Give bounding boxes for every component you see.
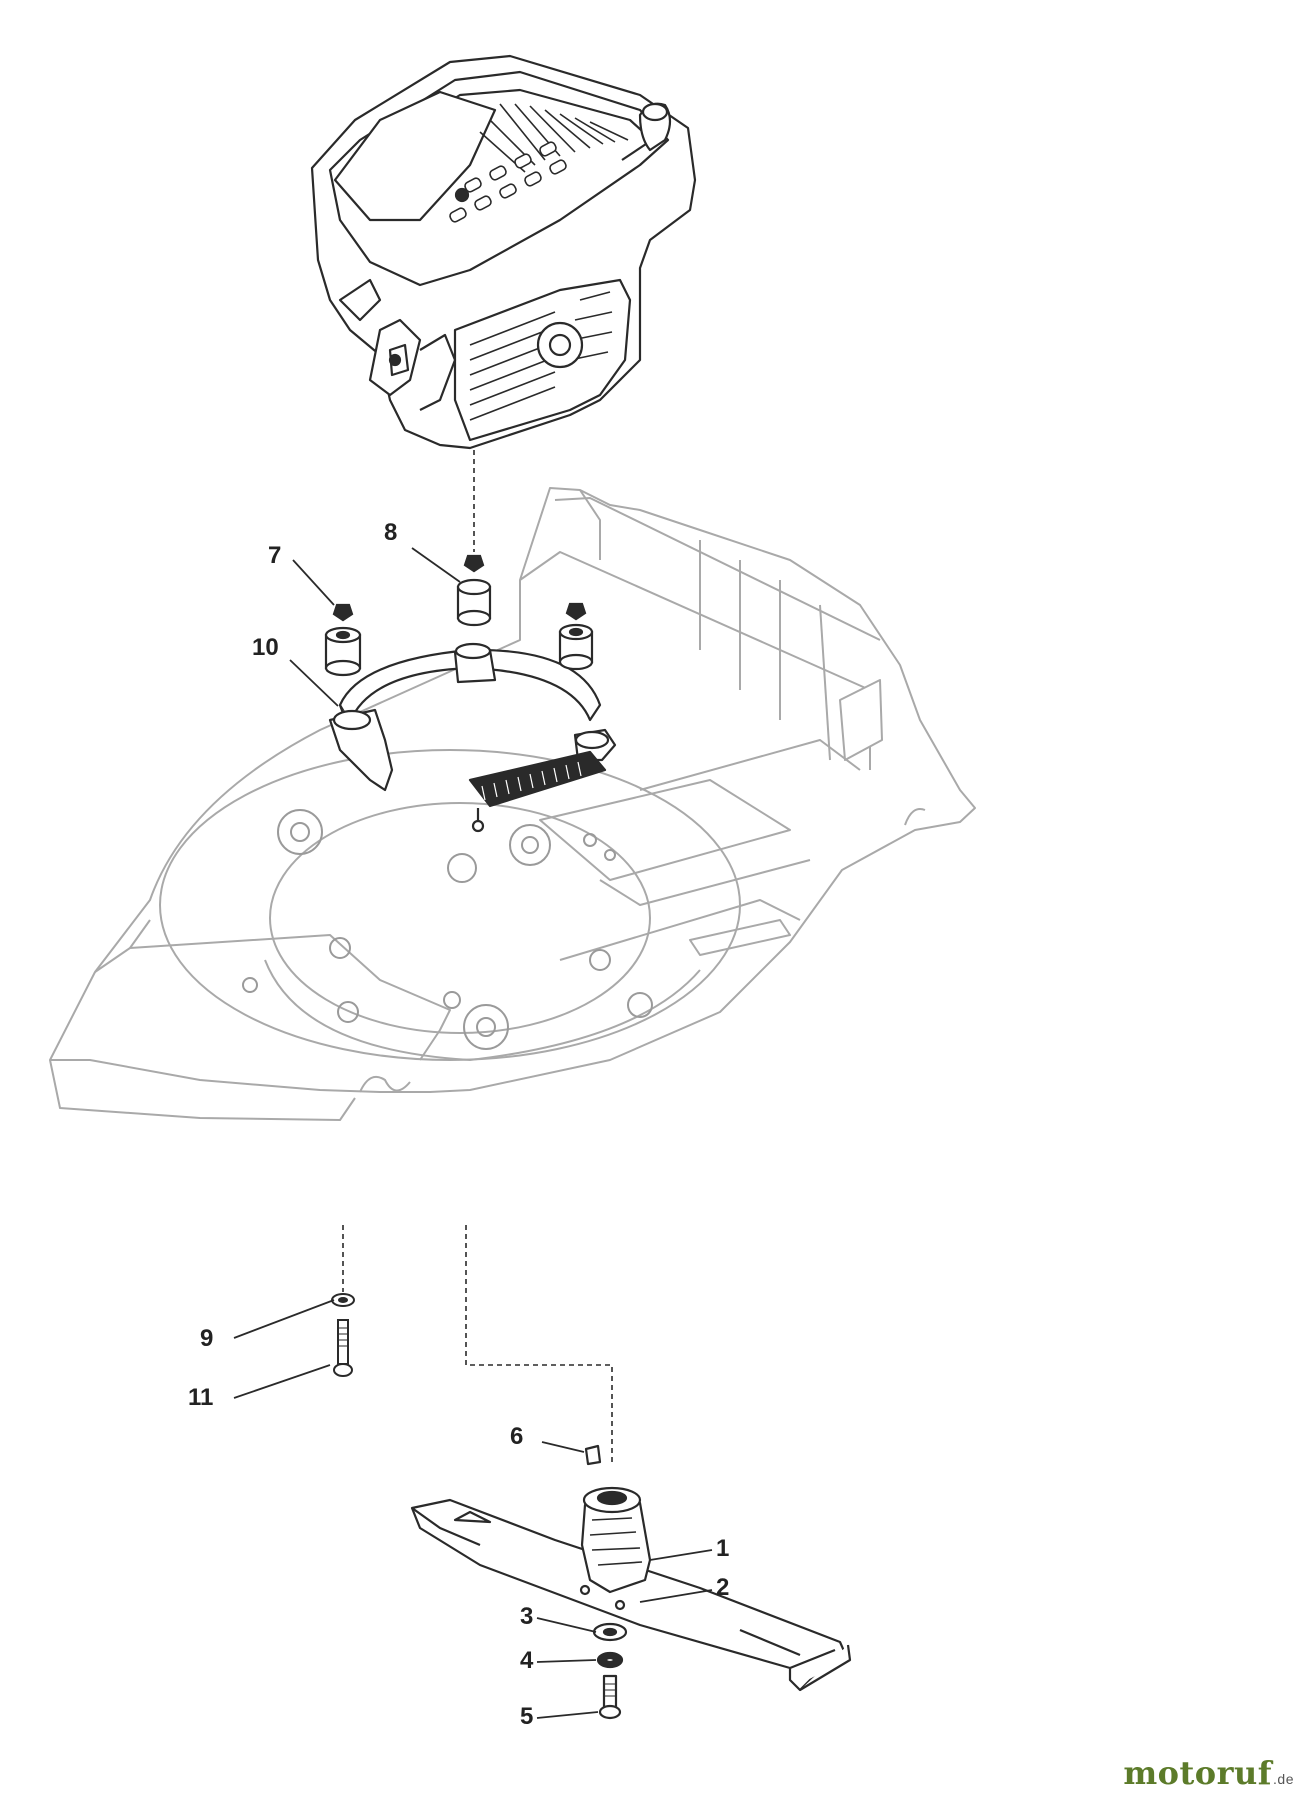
assembly-guide-lines <box>342 450 613 1465</box>
callout-8: 8 <box>384 519 397 546</box>
logo-text: motoruf <box>1123 1754 1273 1792</box>
callout-5: 5 <box>520 1703 533 1730</box>
callout-7: 7 <box>268 542 281 569</box>
blade-assembly <box>410 1444 852 1720</box>
callout-10: 10 <box>252 634 279 661</box>
callout-9: 9 <box>200 1325 213 1352</box>
spacers-and-nuts <box>324 554 594 677</box>
leader-lines <box>233 547 713 1719</box>
callout-11: 11 <box>188 1384 213 1411</box>
motoruf-logo: motoruf.de <box>1123 1754 1294 1792</box>
callout-3: 3 <box>520 1603 533 1630</box>
callout-1: 1 <box>716 1535 729 1562</box>
engine <box>310 54 697 450</box>
callout-4: 4 <box>520 1647 534 1674</box>
mower-deck <box>49 487 976 1121</box>
washer-and-bolt <box>331 1293 355 1377</box>
callout-2: 2 <box>716 1574 729 1601</box>
callout-numbers: 7 8 10 9 11 6 1 2 3 4 5 <box>188 519 729 1730</box>
callout-6: 6 <box>510 1423 523 1450</box>
logo-tld: .de <box>1273 1771 1294 1787</box>
engine-support-ring <box>328 642 617 833</box>
